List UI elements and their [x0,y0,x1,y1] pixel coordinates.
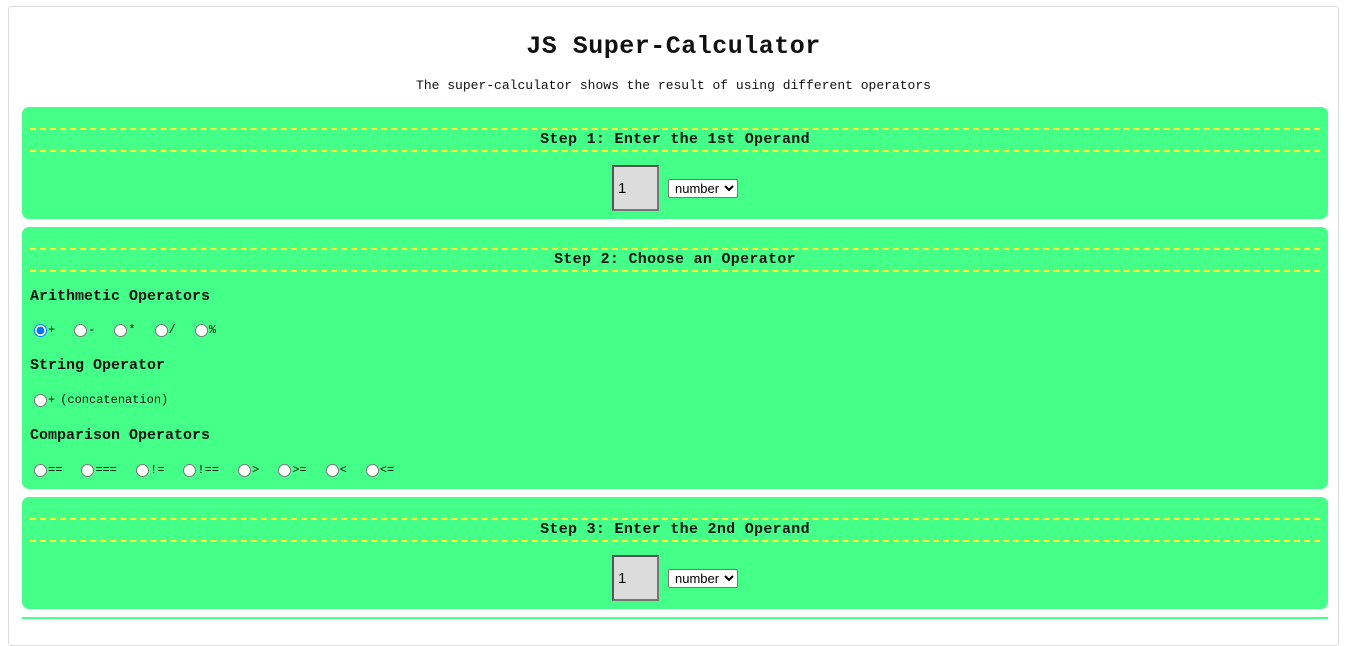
step3-panel: Step 3: Enter the 2nd Operand number [22,497,1328,609]
radio-strict-neq[interactable]: !== [178,463,219,477]
step3-heading: Step 3: Enter the 2nd Operand [30,518,1320,542]
first-operand-type-select[interactable]: number [668,178,738,198]
radio-concat[interactable]: + (concatenation) [29,393,168,407]
radio-add-label: + [48,323,56,337]
radio-eq-label: == [48,463,63,477]
step2-panel: Step 2: Choose an Operator Arithmetic Op… [22,227,1328,489]
radio-strict-eq[interactable]: === [76,463,117,477]
string-operator-label: String Operator [30,357,166,374]
radio-divide-input[interactable] [154,323,168,337]
radio-neq-label: != [150,463,165,477]
radio-concat-hint: (concatenation) [60,393,169,407]
radio-concat-input[interactable] [34,393,47,407]
radio-concat-label: + [48,393,56,407]
radio-lt-label: < [339,463,347,477]
radio-gt-label: > [252,463,260,477]
comparison-operators-group: == === != !== > >= [29,463,408,477]
step1-panel: Step 1: Enter the 1st Operand number [22,107,1328,219]
step3-operand-row: number [22,555,1328,601]
radio-lte-label: <= [379,463,395,477]
radio-lte[interactable]: <= [361,463,394,477]
radio-neq-input[interactable] [136,463,150,477]
comparison-operators-label: Comparison Operators [30,427,211,444]
radio-strict-eq-label: === [95,463,118,477]
radio-gte[interactable]: >= [273,463,307,477]
page-title: JS Super-Calculator [526,32,821,61]
calculator-container: JS Super-Calculator The super-calculator… [8,6,1339,646]
radio-modulo-label: % [208,323,217,337]
step2-heading: Step 2: Choose an Operator [30,248,1320,272]
radio-subtract-input[interactable] [74,323,88,337]
second-operand-input[interactable] [612,555,659,601]
radio-subtract[interactable]: - [69,323,95,337]
radio-multiply-input[interactable] [114,323,128,337]
radio-gt-input[interactable] [238,463,252,477]
radio-modulo[interactable]: % [190,323,216,337]
step1-heading: Step 1: Enter the 1st Operand [30,128,1320,152]
page-subtitle: The super-calculator shows the result of… [416,78,931,93]
second-operand-type-select[interactable]: number [668,568,738,588]
step1-operand-row: number [22,165,1328,211]
first-operand-input[interactable] [612,165,659,211]
radio-strict-neq-input[interactable] [183,463,197,477]
radio-strict-eq-input[interactable] [81,463,95,477]
radio-lt[interactable]: < [321,463,347,477]
arithmetic-operators-label: Arithmetic Operators [30,288,211,305]
radio-eq-input[interactable] [34,463,47,477]
radio-lte-input[interactable] [365,463,379,477]
step4-panel-edge [22,617,1328,639]
string-operator-group: + (concatenation) [29,393,182,407]
radio-gt[interactable]: > [233,463,259,477]
radio-gte-input[interactable] [278,463,292,477]
radio-add[interactable]: + [29,323,55,337]
radio-lt-input[interactable] [325,463,339,477]
radio-divide-label: / [168,323,176,337]
radio-eq[interactable]: == [29,463,62,477]
radio-multiply-label: * [128,323,136,337]
radio-strict-neq-label: !== [197,463,220,477]
radio-modulo-input[interactable] [194,323,208,337]
radio-subtract-label: - [88,323,96,337]
arithmetic-operators-group: + - * / % [29,323,230,337]
radio-gte-label: >= [292,463,307,477]
radio-neq[interactable]: != [131,463,164,477]
radio-divide[interactable]: / [150,323,176,337]
radio-multiply[interactable]: * [109,323,136,337]
radio-add-input[interactable] [34,323,47,337]
